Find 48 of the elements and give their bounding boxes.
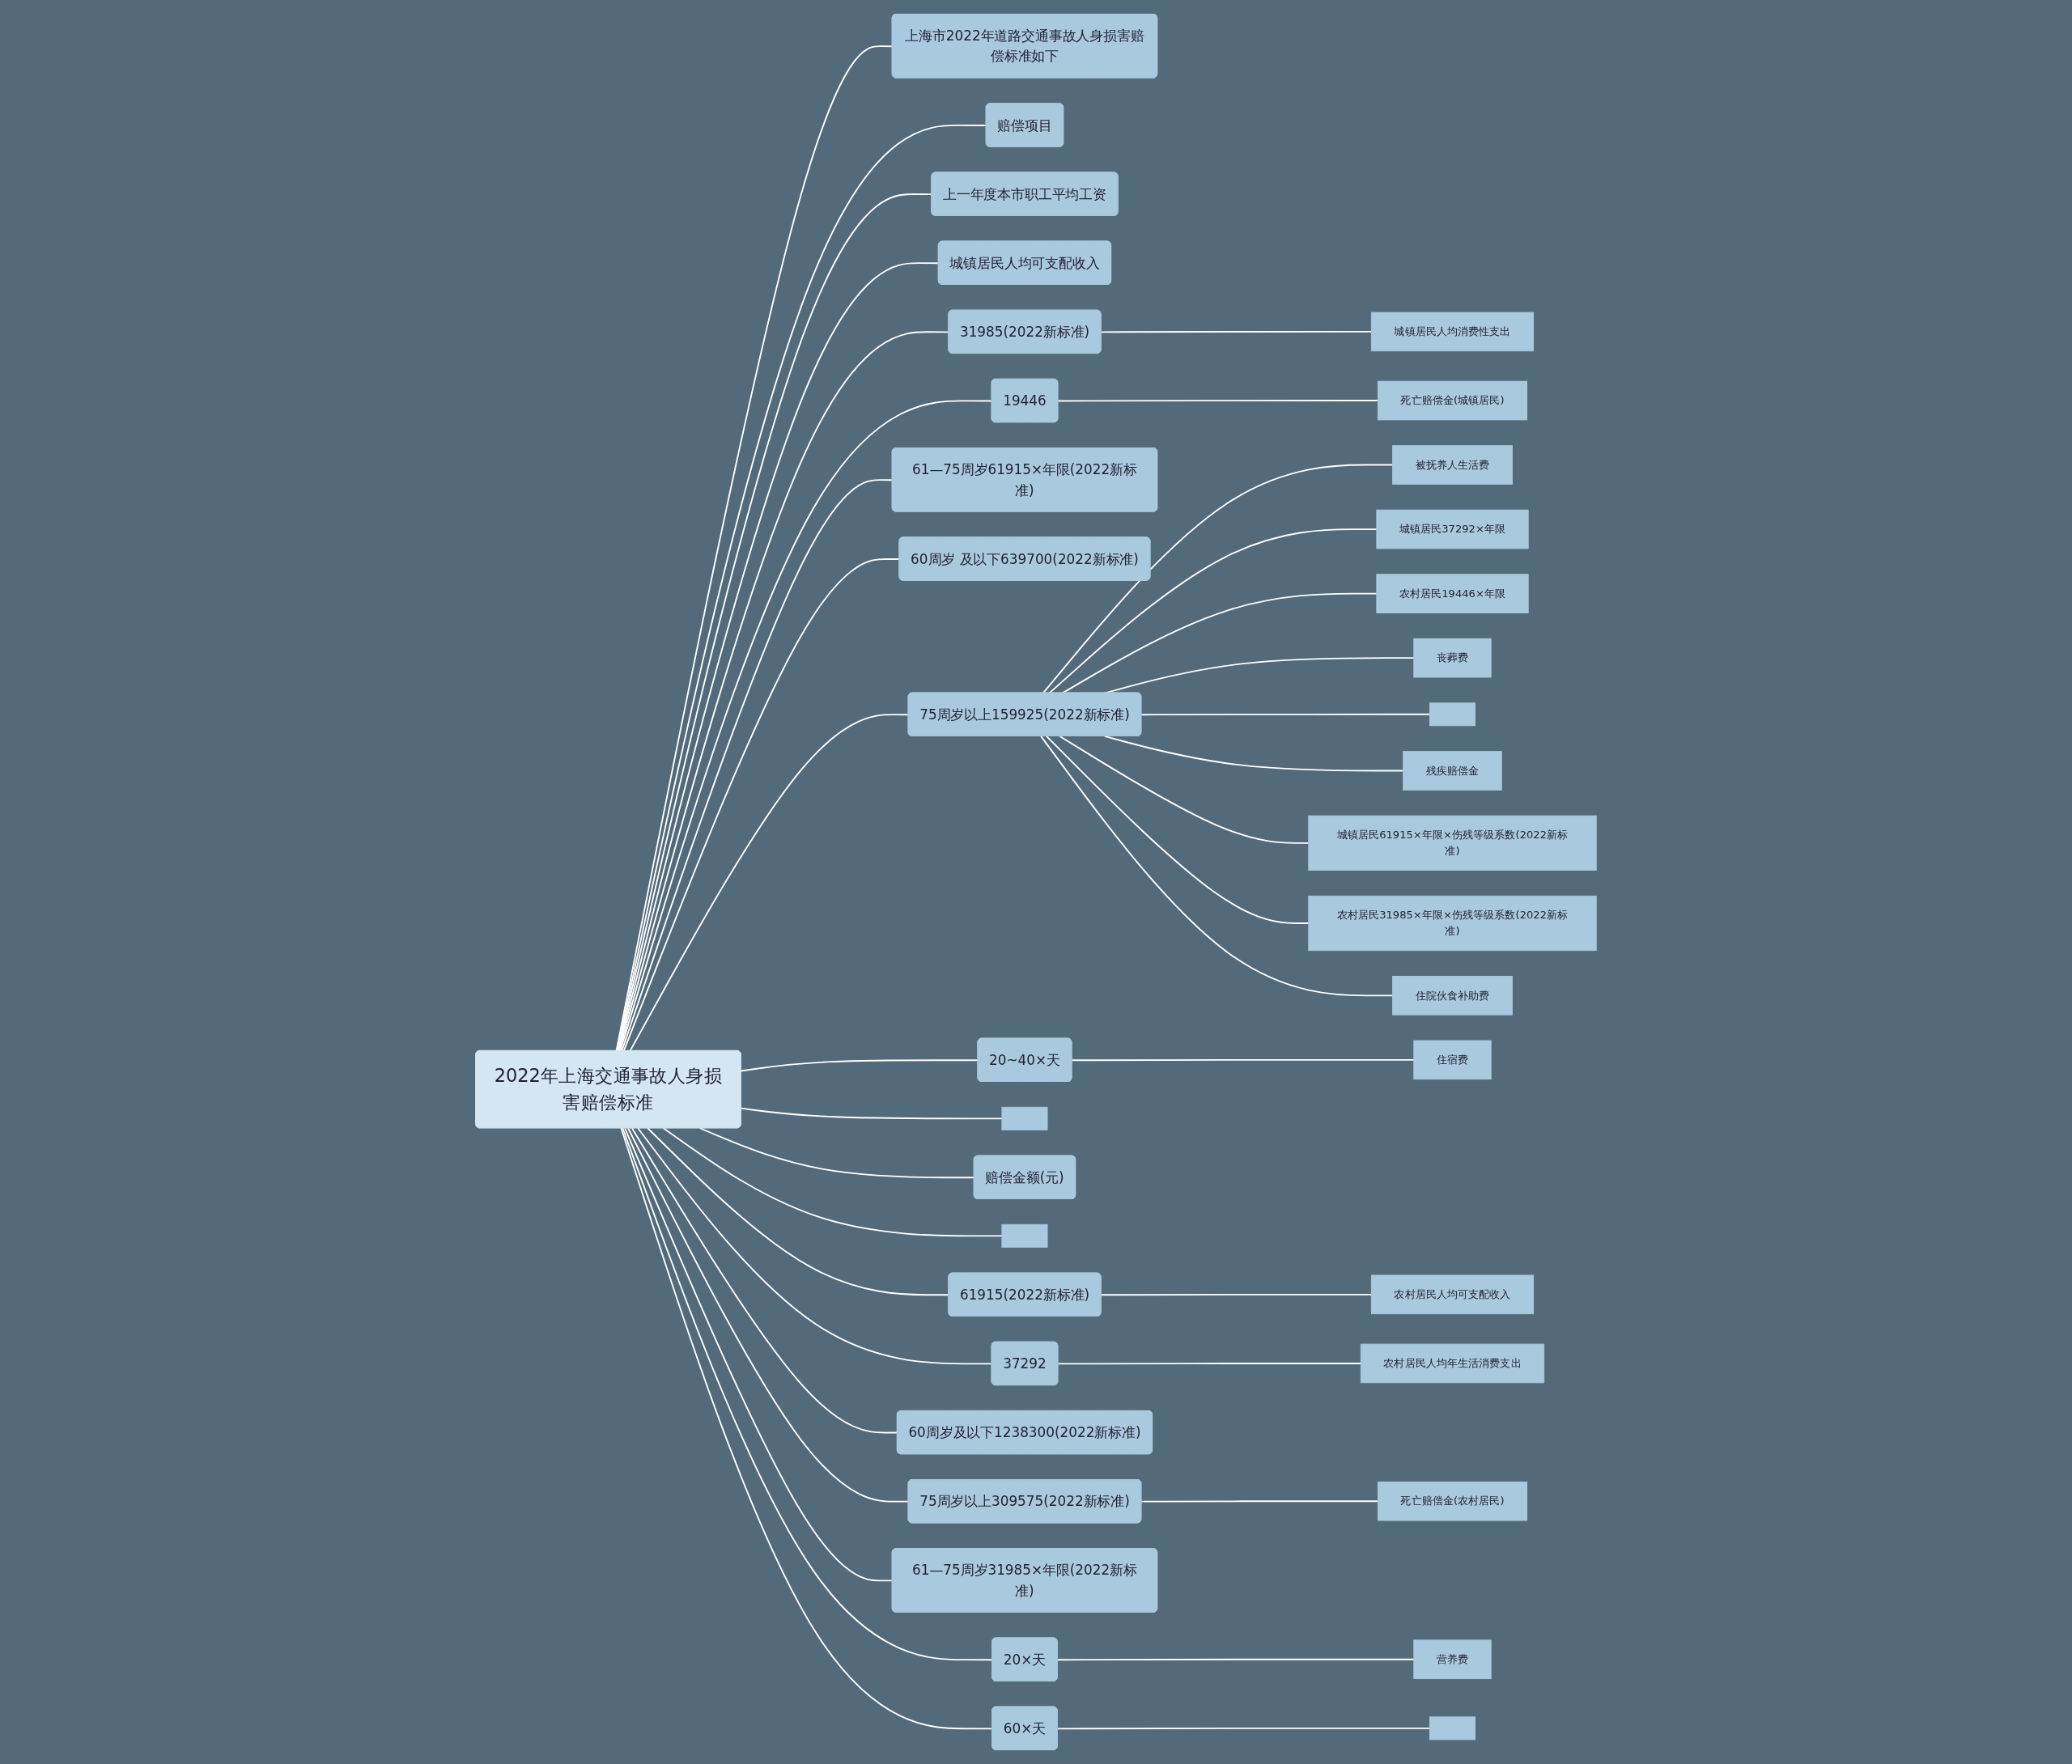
connector <box>1048 528 1378 694</box>
node-box: 死亡赔偿金(城镇居民) <box>1377 380 1528 421</box>
connector <box>621 479 894 1052</box>
node-box: 住院伙食补助费 <box>1392 976 1513 1016</box>
connector <box>1056 1658 1415 1661</box>
connector <box>629 714 910 1052</box>
node-box <box>1429 702 1476 727</box>
node-box: 死亡赔偿金(农村居民) <box>1377 1481 1528 1521</box>
node-box: 被抚养人生活费 <box>1392 445 1513 485</box>
node-box <box>1429 1716 1476 1741</box>
connector <box>698 1127 975 1179</box>
node-box: 丧葬费 <box>1413 638 1492 678</box>
connector <box>1061 592 1378 694</box>
connector <box>637 1127 993 1365</box>
connector <box>622 558 901 1052</box>
node-box <box>1001 1106 1048 1130</box>
connector <box>662 1127 1003 1237</box>
connector <box>615 45 894 1052</box>
connector <box>1040 736 1394 997</box>
node-box: 营养费 <box>1413 1639 1492 1680</box>
connector <box>616 125 987 1052</box>
connector <box>1140 713 1431 716</box>
node-box: 农村居民人均可支配收入 <box>1370 1274 1535 1315</box>
connector <box>624 1127 894 1582</box>
connector <box>1071 1058 1415 1062</box>
connector <box>1057 400 1379 402</box>
node-box: 农村居民19446×年限 <box>1376 574 1529 613</box>
connector <box>1057 1363 1362 1365</box>
connector <box>1100 1293 1373 1296</box>
node-box: 农村居民人均年生活消费支出 <box>1360 1343 1545 1384</box>
node-box: 住宿费 <box>1413 1040 1492 1080</box>
connector <box>627 1127 910 1503</box>
node-box: 城镇居民61915×年限×伤残等级系数(2022新标准) <box>1308 815 1597 871</box>
connector <box>1042 464 1394 694</box>
connector <box>619 400 993 1052</box>
node-box: 农村居民31985×年限×伤残等级系数(2022新标准) <box>1308 895 1597 952</box>
connector <box>1100 330 1373 333</box>
connector <box>1059 736 1310 844</box>
connector <box>1103 736 1404 772</box>
connector <box>1140 1500 1379 1503</box>
connector <box>631 1127 898 1434</box>
connector <box>740 1107 1003 1120</box>
connector <box>1056 1727 1431 1730</box>
connector <box>1046 736 1310 924</box>
node-box <box>1001 1223 1048 1248</box>
node-box: 残疾赔偿金 <box>1403 751 1502 791</box>
node-box: 城镇居民人均消费性支出 <box>1370 312 1535 352</box>
node-box: 城镇居民37292×年限 <box>1376 509 1529 549</box>
